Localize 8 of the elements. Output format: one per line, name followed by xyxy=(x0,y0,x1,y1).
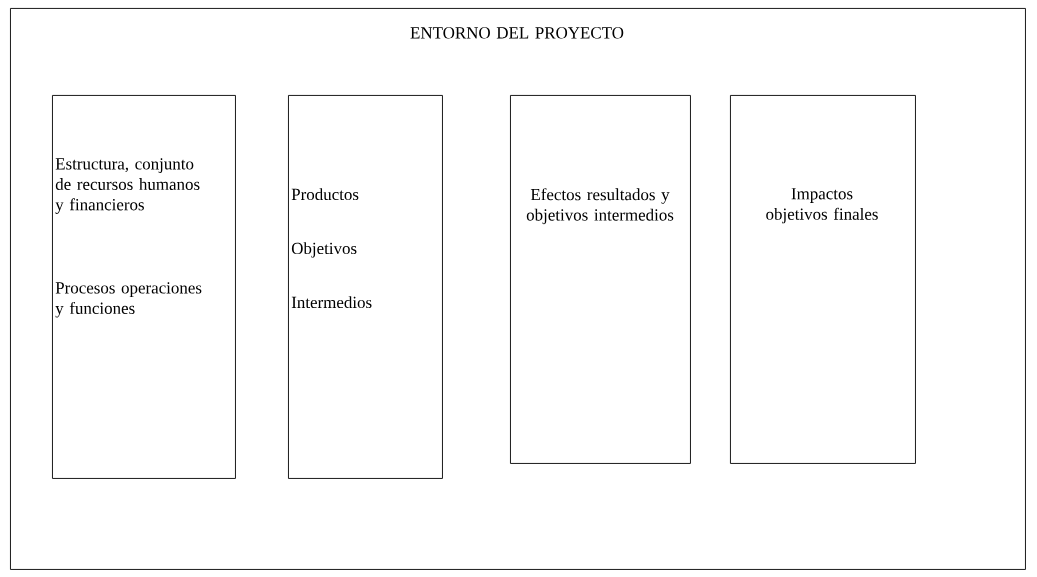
box-text: Objetivos xyxy=(291,242,357,258)
box-text: Impactos objetivos finales xyxy=(766,188,878,224)
box-text: Efectos resultados y objetivos intermedios xyxy=(526,188,674,225)
box-text: Intermedios xyxy=(291,296,372,309)
box-text: Productos xyxy=(291,188,359,201)
box-text: Estructura, conjunto de recursos humanos y financieros xyxy=(55,158,200,214)
box-text: Procesos operaciones y funciones xyxy=(55,282,202,318)
frame-title: ENTORNO DEL PROYECTO xyxy=(410,27,624,39)
